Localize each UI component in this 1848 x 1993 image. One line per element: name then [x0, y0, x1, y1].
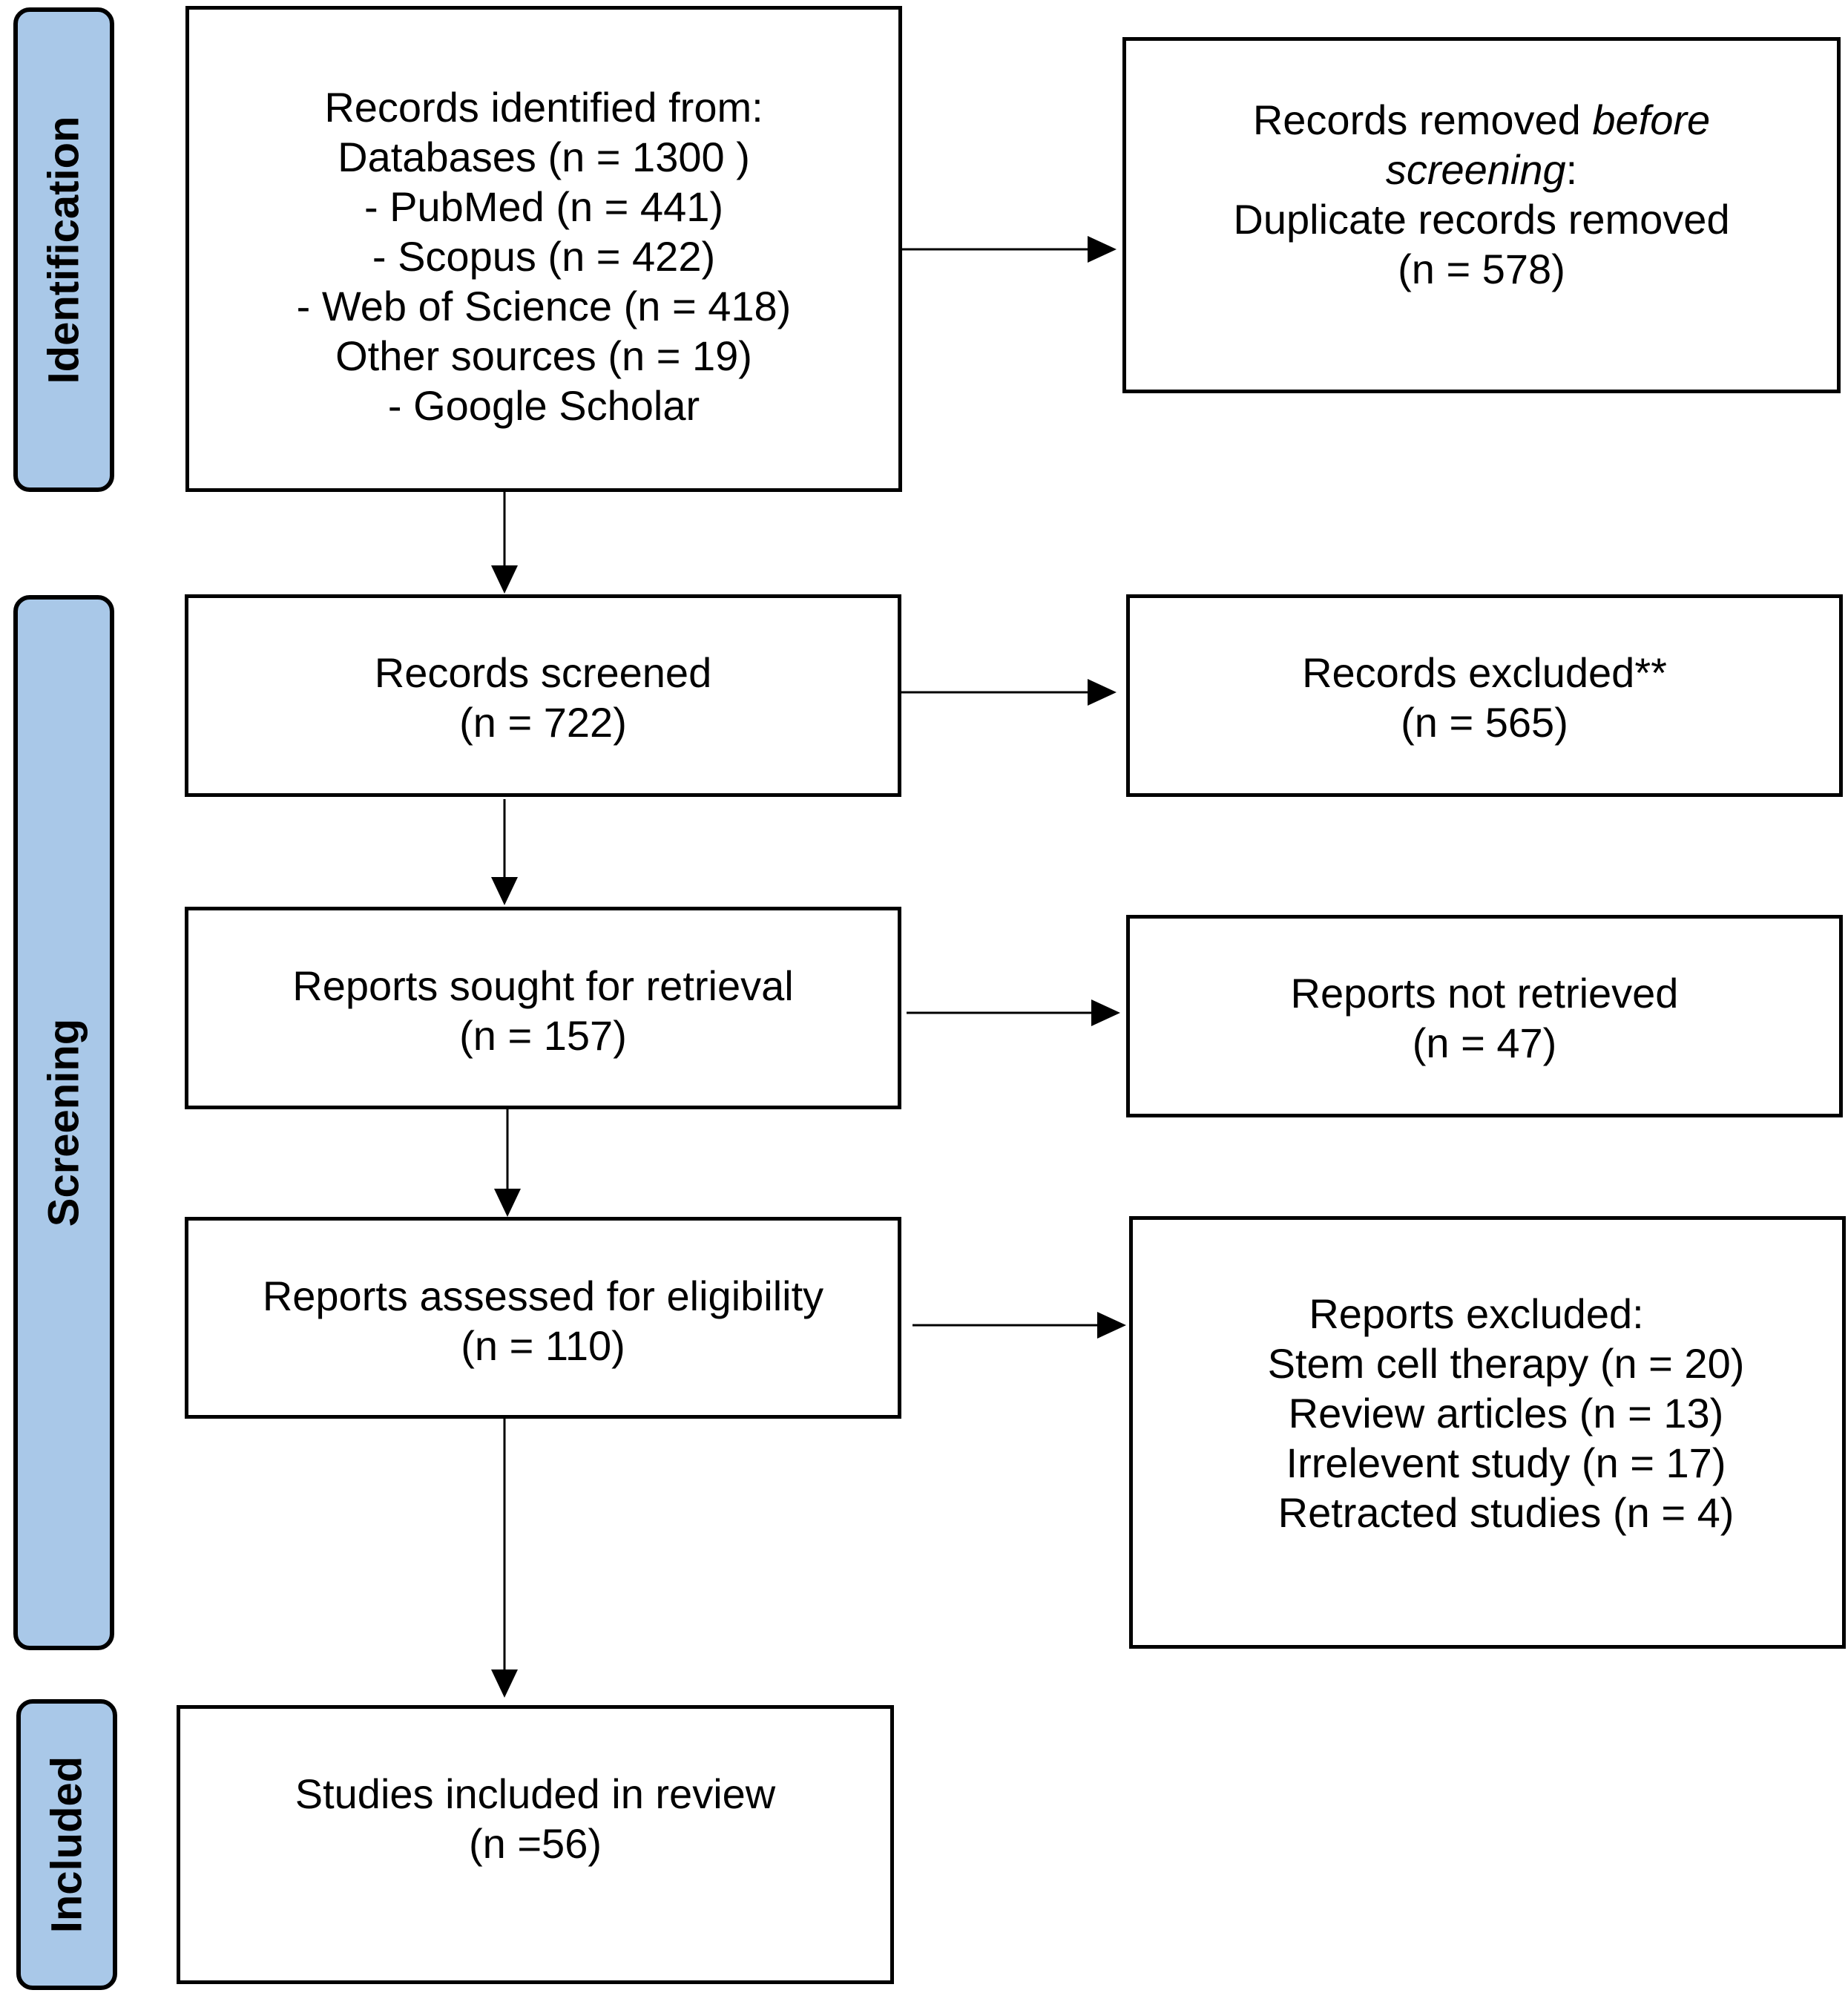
web-of-science-count: - Web of Science (n = 418)	[296, 283, 792, 329]
pubmed-count: - PubMed (n = 441)	[364, 183, 724, 230]
reports-not-retrieved-box: Reports not retrieved (n = 47)	[1126, 915, 1843, 1117]
reports-not-retrieved-label: Reports not retrieved	[1290, 970, 1679, 1017]
databases-count: Databases (n = 1300 )	[338, 134, 750, 180]
records-screened-count: (n = 722)	[459, 699, 627, 746]
reports-assessed-count: (n = 110)	[461, 1322, 625, 1369]
arrowhead-sought-to-assessed	[494, 1189, 521, 1217]
records-screened-box: Records screened (n = 722)	[185, 594, 901, 797]
records-removed-box: Records removed before screening: Duplic…	[1122, 37, 1841, 393]
records-excluded-count: (n = 565)	[1401, 699, 1568, 746]
google-scholar-source: - Google Scholar	[387, 382, 700, 429]
arrowhead-screened-to-excluded	[1088, 679, 1117, 706]
other-sources-count: Other sources (n = 19)	[335, 332, 752, 379]
arrowhead-assessed-to-excluded	[1097, 1312, 1126, 1339]
records-excluded-label: Records excluded**	[1302, 649, 1667, 696]
arrowhead-identified-to-removed	[1088, 236, 1117, 263]
arrowhead-sought-to-not-retrieved	[1091, 999, 1120, 1026]
reports-excluded-box: Reports excluded: Stem cell therapy (n =…	[1129, 1216, 1846, 1649]
scopus-count: - Scopus (n = 422)	[372, 233, 716, 280]
reports-sought-label: Reports sought for retrieval	[292, 962, 794, 1009]
review-articles-count: Review articles (n = 13)	[1288, 1390, 1724, 1437]
irrelevent-study-count: Irrelevent study (n = 17)	[1286, 1439, 1726, 1486]
records-identified-box: Records identified from: Databases (n = …	[185, 6, 902, 492]
phase-identification: Identification	[13, 7, 114, 492]
phase-screening: Screening	[13, 595, 114, 1650]
stem-cell-therapy-count: Stem cell therapy (n = 20)	[1267, 1340, 1745, 1387]
arrowhead-screened-to-sought	[491, 877, 518, 905]
reports-assessed-label: Reports assessed for eligibility	[262, 1273, 824, 1319]
retracted-studies-count: Retracted studies (n = 4)	[1278, 1489, 1734, 1536]
arrowhead-identified-to-screened	[491, 565, 518, 594]
reports-excluded-heading: Reports excluded:	[1309, 1290, 1644, 1337]
reports-sought-box: Reports sought for retrieval (n = 157)	[185, 907, 901, 1109]
records-identified-heading: Records identified from:	[324, 84, 763, 131]
studies-included-label: Studies included in review	[295, 1770, 776, 1817]
records-screened-label: Records screened	[374, 649, 712, 696]
studies-included-box: Studies included in review (n =56)	[177, 1705, 894, 1984]
duplicate-records-label: Duplicate records removed	[1233, 196, 1730, 243]
reports-assessed-box: Reports assessed for eligibility (n = 11…	[185, 1217, 901, 1419]
duplicate-records-count: (n = 578)	[1398, 246, 1565, 292]
studies-included-count: (n =56)	[469, 1820, 602, 1867]
arrowhead-assessed-to-included	[491, 1669, 518, 1698]
reports-not-retrieved-count: (n = 47)	[1412, 1020, 1557, 1066]
records-excluded-box: Records excluded** (n = 565)	[1126, 594, 1843, 797]
records-removed-heading: Records removed before	[1252, 96, 1711, 143]
records-removed-subheading: screening:	[1385, 146, 1578, 193]
phase-included: Included	[16, 1699, 117, 1990]
reports-sought-count: (n = 157)	[459, 1012, 627, 1059]
